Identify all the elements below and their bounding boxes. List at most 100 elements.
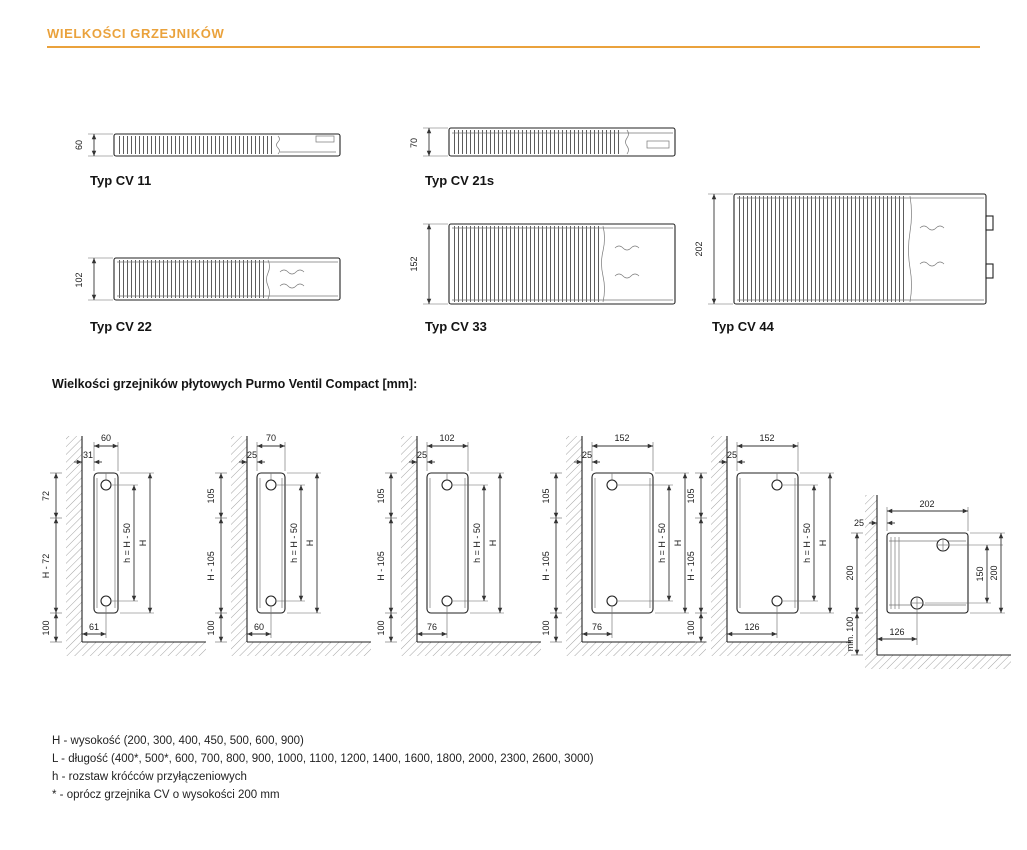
dim-top-offset: 105: [686, 488, 696, 503]
top-connection: [441, 479, 453, 491]
top-connection: [100, 479, 112, 491]
dim-depth: 152: [614, 433, 629, 443]
page-title: WIELKOŚCI GRZEJNIKÓW: [47, 26, 225, 41]
dim-total-height: H: [818, 540, 828, 547]
bottom-connection: [265, 595, 277, 607]
dimension-depth: 202: [694, 193, 733, 305]
dim-floor-clearance: min. 100: [845, 617, 855, 652]
dim-connection-spacing: 150: [975, 566, 985, 581]
dim-floor-clearance: 100: [376, 620, 386, 635]
dim-wall-gap: 25: [582, 450, 592, 460]
dim-mid-height: H - 105: [376, 551, 386, 581]
side-view-cv11: 60 31 72 H - 72 100 h = H - 50 H 61: [41, 433, 206, 656]
dim-floor-clearance: 100: [686, 620, 696, 635]
side-view-cv44: 152 25 105 H - 105 100 h = H - 50 H 126: [686, 433, 851, 656]
dim-mid-height: H - 105: [686, 551, 696, 581]
break-line: [908, 195, 912, 303]
cross-section-cv33: 152: [409, 223, 676, 305]
dim-bottom-offset: 61: [89, 622, 99, 632]
wall-hatch: [231, 436, 247, 642]
dim-connection-spacing: h = H - 50: [289, 523, 299, 563]
dim-connection-spacing: h = H - 50: [472, 523, 482, 563]
dim-depth: 202: [919, 499, 934, 509]
floor-hatch: [566, 642, 706, 656]
connection-stub: [985, 263, 994, 279]
dim-connection-spacing: h = H - 50: [122, 523, 132, 563]
dim-bottom-offset: 60: [254, 622, 264, 632]
dim-top-offset: 72: [41, 491, 51, 501]
dimensions: 102 25 105 H - 105 100 h = H - 50 H 76: [376, 433, 504, 643]
dim-label: 102: [74, 272, 84, 287]
dim-label: 70: [409, 138, 419, 148]
type-label-cv44: Typ CV 44: [712, 319, 774, 334]
dimension-depth: 60: [74, 133, 113, 157]
break-line: [601, 225, 605, 303]
side-view-cv21s: 70 25 105 H - 105 100 h = H - 50 H 60: [206, 433, 371, 656]
dim-top-offset: 105: [376, 488, 386, 503]
floor-hatch: [865, 655, 1011, 669]
legend-height: H - wysokość (200, 300, 400, 450, 500, 6…: [52, 735, 304, 747]
radiator-profile: [736, 472, 799, 614]
dim-mid-height: H - 105: [541, 551, 551, 581]
dimensions: 70 25 105 H - 105 100 h = H - 50 H 60: [206, 433, 321, 643]
convector-fins: [737, 196, 905, 302]
legend-length: L - długość (400*, 500*, 600, 700, 800, …: [52, 753, 594, 765]
corner-view-cv44: 202 25 200 min. 100 150 200 126: [845, 495, 1011, 669]
wall-hatch: [711, 436, 727, 642]
dimensions: 60 31 72 H - 72 100 h = H - 50 H 61: [41, 433, 154, 643]
radiator-body: [886, 532, 969, 614]
dim-total-height: 200: [989, 565, 999, 580]
wall-hatch: [865, 495, 877, 655]
radiator-section: [448, 223, 676, 305]
dim-floor-clearance: 100: [206, 620, 216, 635]
dim-wall-gap: 25: [417, 450, 427, 460]
bottom-connection: [606, 595, 618, 607]
connection-stub: [985, 215, 994, 231]
dim-height: 200: [845, 565, 855, 580]
dim-wall-gap: 25: [727, 450, 737, 460]
dim-depth: 60: [101, 433, 111, 443]
bottom-connection: [441, 595, 453, 607]
cross-section-cv11: 60: [74, 133, 341, 157]
cross-section-cv22: 102: [74, 257, 341, 301]
dim-total-height: H: [305, 540, 315, 547]
break-line: [276, 135, 280, 155]
wall-hatch: [401, 436, 417, 642]
dim-label: 202: [694, 241, 704, 256]
floor-hatch: [401, 642, 541, 656]
dim-top-offset: 105: [206, 488, 216, 503]
convector-fins: [117, 136, 275, 154]
dim-bottom-offset: 76: [592, 622, 602, 632]
radiator-profile: [426, 472, 469, 614]
break-line: [625, 129, 629, 155]
floor-hatch: [711, 642, 851, 656]
dimension-depth: 152: [409, 223, 448, 305]
top-connection: [771, 479, 783, 491]
section-subtitle: Wielkości grzejników płytowych Purmo Ven…: [52, 377, 418, 391]
dim-depth: 70: [266, 433, 276, 443]
radiator-profile: [256, 472, 286, 614]
dimensions: 152 25 105 H - 105 100 h = H - 50 H 76: [541, 433, 689, 643]
side-view-cv22: 102 25 105 H - 105 100 h = H - 50 H 76: [376, 433, 541, 656]
dim-depth: 152: [759, 433, 774, 443]
dim-connection-spacing: h = H - 50: [657, 523, 667, 563]
radiator-section: [733, 193, 994, 305]
legend-footnote: * - oprócz grzejnika CV o wysokości 200 …: [52, 789, 280, 801]
dim-floor-clearance: 100: [541, 620, 551, 635]
dim-depth: 102: [439, 433, 454, 443]
radiator-profile: [93, 472, 119, 614]
type-label-cv33: Typ CV 33: [425, 319, 487, 334]
type-label-cv11: Typ CV 11: [90, 173, 152, 188]
radiator-section: [113, 257, 341, 301]
dim-wall-gap: 31: [83, 450, 93, 460]
dim-bottom-offset: 126: [744, 622, 759, 632]
convector-fins: [117, 260, 265, 298]
floor-hatch: [66, 642, 206, 656]
break-line: [266, 259, 270, 300]
dim-bottom-offset: 126: [889, 627, 904, 637]
convector-fins: [452, 130, 620, 154]
cross-section-cv44: 202: [694, 193, 994, 305]
top-connection: [606, 479, 618, 491]
dim-connection-spacing: h = H - 50: [802, 523, 812, 563]
